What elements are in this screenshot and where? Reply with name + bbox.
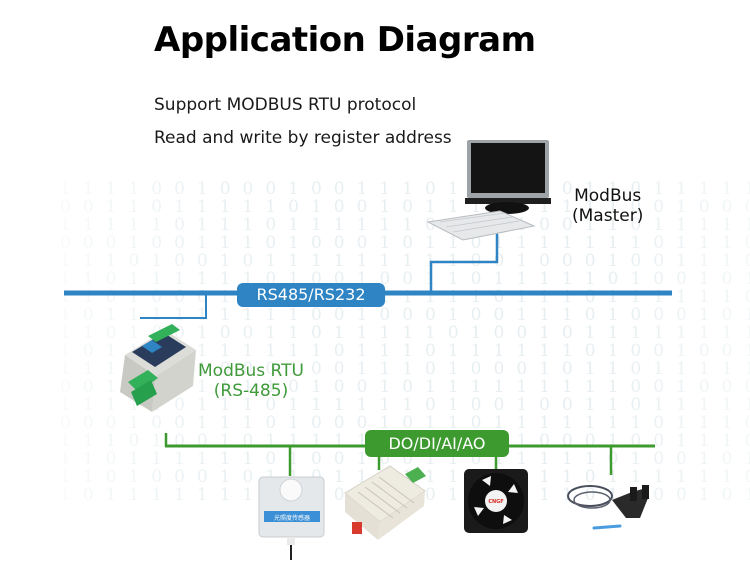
- master-connector-line: [429, 232, 499, 293]
- light-sensor-icon: 光照度传感器: [258, 476, 325, 560]
- do-di-ai-ao-badge: DO/DI/AI/AO: [365, 430, 509, 457]
- master-label-line-1: ModBus: [574, 186, 642, 206]
- cooling-fan-icon: CNGF: [464, 469, 528, 533]
- photoelectric-slot-sensor-icon: [567, 485, 649, 530]
- feature-line-2: Read and write by register address: [154, 128, 452, 148]
- light-sensor-caption: 光照度传感器: [274, 514, 310, 522]
- fan-brand: CNGF: [488, 499, 503, 505]
- page-title: Application Diagram: [154, 20, 536, 60]
- rtu-label: ModBus RTU (RS-485): [198, 361, 304, 401]
- rs485-rs232-badge: RS485/RS232: [237, 283, 385, 307]
- rtu-connector-line: [140, 293, 207, 319]
- computer-icon: [426, 140, 551, 241]
- master-label: ModBus (Master): [572, 186, 643, 226]
- master-label-line-2: (Master): [572, 206, 644, 226]
- rtu-label-line-2: (RS-485): [213, 381, 289, 401]
- temperature-humidity-sensor-icon: [344, 465, 426, 540]
- rtu-label-line-1: ModBus RTU: [198, 361, 304, 381]
- feature-line-1: Support MODBUS RTU protocol: [154, 95, 417, 115]
- modbus-rtu-module-icon: [120, 324, 196, 412]
